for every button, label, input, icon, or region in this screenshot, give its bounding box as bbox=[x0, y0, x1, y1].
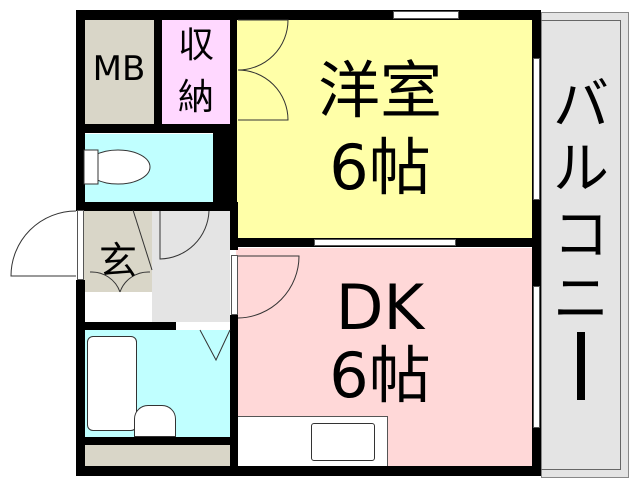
outer-wall-left-upper bbox=[76, 10, 85, 210]
wall-toilet-right bbox=[213, 124, 237, 204]
wall-hallway-right-upper bbox=[230, 202, 238, 250]
shoe-shelf bbox=[84, 292, 152, 322]
outer-wall-bottom bbox=[76, 466, 541, 476]
balcony-char-4: ニ bbox=[553, 267, 609, 332]
outer-wall-top bbox=[76, 10, 541, 20]
window-top bbox=[393, 11, 459, 19]
kitchen-sink bbox=[311, 423, 375, 461]
balcony-char-1: バ bbox=[553, 73, 609, 138]
bottom-shelf bbox=[84, 445, 234, 467]
balcony-char-3: コ bbox=[553, 203, 609, 268]
storage-closet bbox=[162, 19, 230, 124]
balcony-char-2: ル bbox=[553, 137, 609, 202]
outer-wall-left-lower bbox=[76, 280, 85, 475]
wall-below-bath bbox=[76, 437, 236, 445]
door-opening-dk bbox=[231, 255, 238, 315]
balcony bbox=[541, 12, 629, 478]
washbasin bbox=[134, 405, 176, 437]
wall-hallway-right-lower bbox=[230, 315, 238, 475]
hallway bbox=[152, 210, 230, 322]
meter-box bbox=[84, 19, 154, 124]
wall-below-mb bbox=[76, 124, 237, 133]
entrance bbox=[84, 210, 152, 292]
western-room bbox=[236, 19, 536, 240]
wall-below-toilet bbox=[76, 202, 236, 211]
entrance-label: 玄 bbox=[98, 239, 137, 283]
dk-size: 6帖 bbox=[329, 339, 431, 412]
outer-wall-right bbox=[532, 10, 541, 476]
door-opening-entrance bbox=[77, 210, 84, 280]
dk-name: DK bbox=[335, 271, 425, 344]
bathtub bbox=[87, 336, 137, 431]
balcony-char-5 bbox=[577, 332, 585, 400]
storage-label-line2: 納 bbox=[177, 77, 214, 118]
window-right-upper bbox=[533, 58, 540, 200]
western-room-size: 6帖 bbox=[329, 131, 431, 204]
storage-label-line1: 収 bbox=[177, 25, 214, 66]
meter-box-label: MB bbox=[92, 49, 146, 89]
window-right-lower bbox=[533, 286, 540, 428]
western-room-name: 洋室 bbox=[317, 54, 442, 127]
balcony-inner-rail bbox=[541, 20, 621, 470]
wall-storage-room bbox=[230, 19, 237, 129]
wall-above-bath bbox=[76, 322, 176, 330]
wall-mb-storage bbox=[154, 19, 162, 129]
window-divider bbox=[314, 239, 456, 246]
